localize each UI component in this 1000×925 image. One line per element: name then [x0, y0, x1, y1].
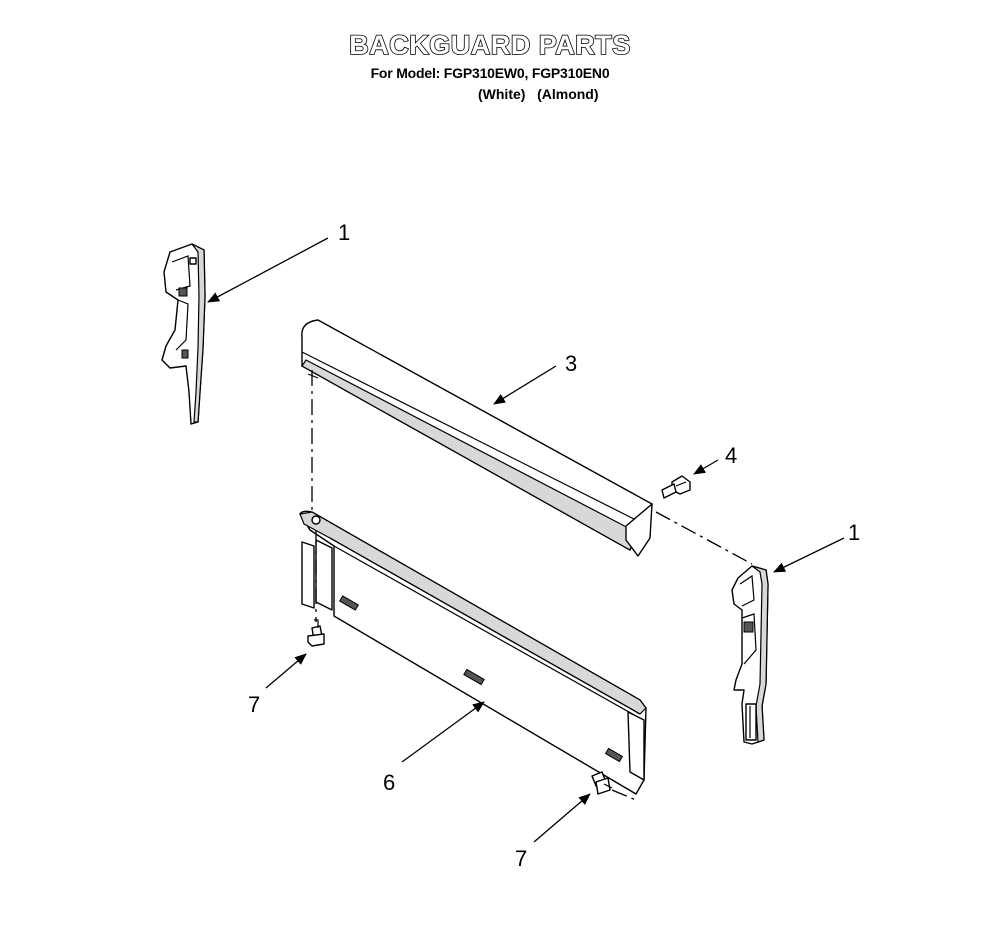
leader-1-left	[207, 237, 329, 303]
backguard-panel	[299, 510, 647, 795]
backguard-trim	[301, 319, 653, 557]
leader-6	[401, 701, 485, 763]
callout-numbers: 1 3 4 1 7 6 7	[248, 220, 860, 871]
callout-end-cap-left: 1	[338, 220, 350, 245]
callout-backguard-panel: 6	[383, 770, 395, 795]
callout-screw-trim: 4	[725, 443, 737, 468]
screw-trim	[661, 475, 691, 499]
callout-backguard-trim: 3	[565, 351, 577, 376]
callout-screw-right: 7	[515, 846, 527, 871]
page-title: BACKGUARD PARTS	[348, 29, 631, 61]
end-cap-right	[731, 565, 769, 745]
leader-lines	[207, 237, 845, 843]
color-line: (White) (Almond)	[478, 86, 599, 102]
screw-right	[591, 771, 613, 795]
leader-1-right	[773, 537, 845, 573]
leader-4	[693, 459, 719, 475]
callout-end-cap-right: 1	[848, 520, 860, 545]
callout-screw-left: 7	[248, 692, 260, 717]
screw-left	[307, 619, 325, 647]
leader-3	[493, 365, 557, 405]
model-line: For Model: FGP310EW0, FGP310EN0	[370, 65, 610, 81]
leader-7-left	[265, 653, 307, 689]
alignment-lines	[311, 370, 753, 801]
leader-7-right	[533, 793, 591, 843]
end-cap-left	[161, 243, 206, 425]
